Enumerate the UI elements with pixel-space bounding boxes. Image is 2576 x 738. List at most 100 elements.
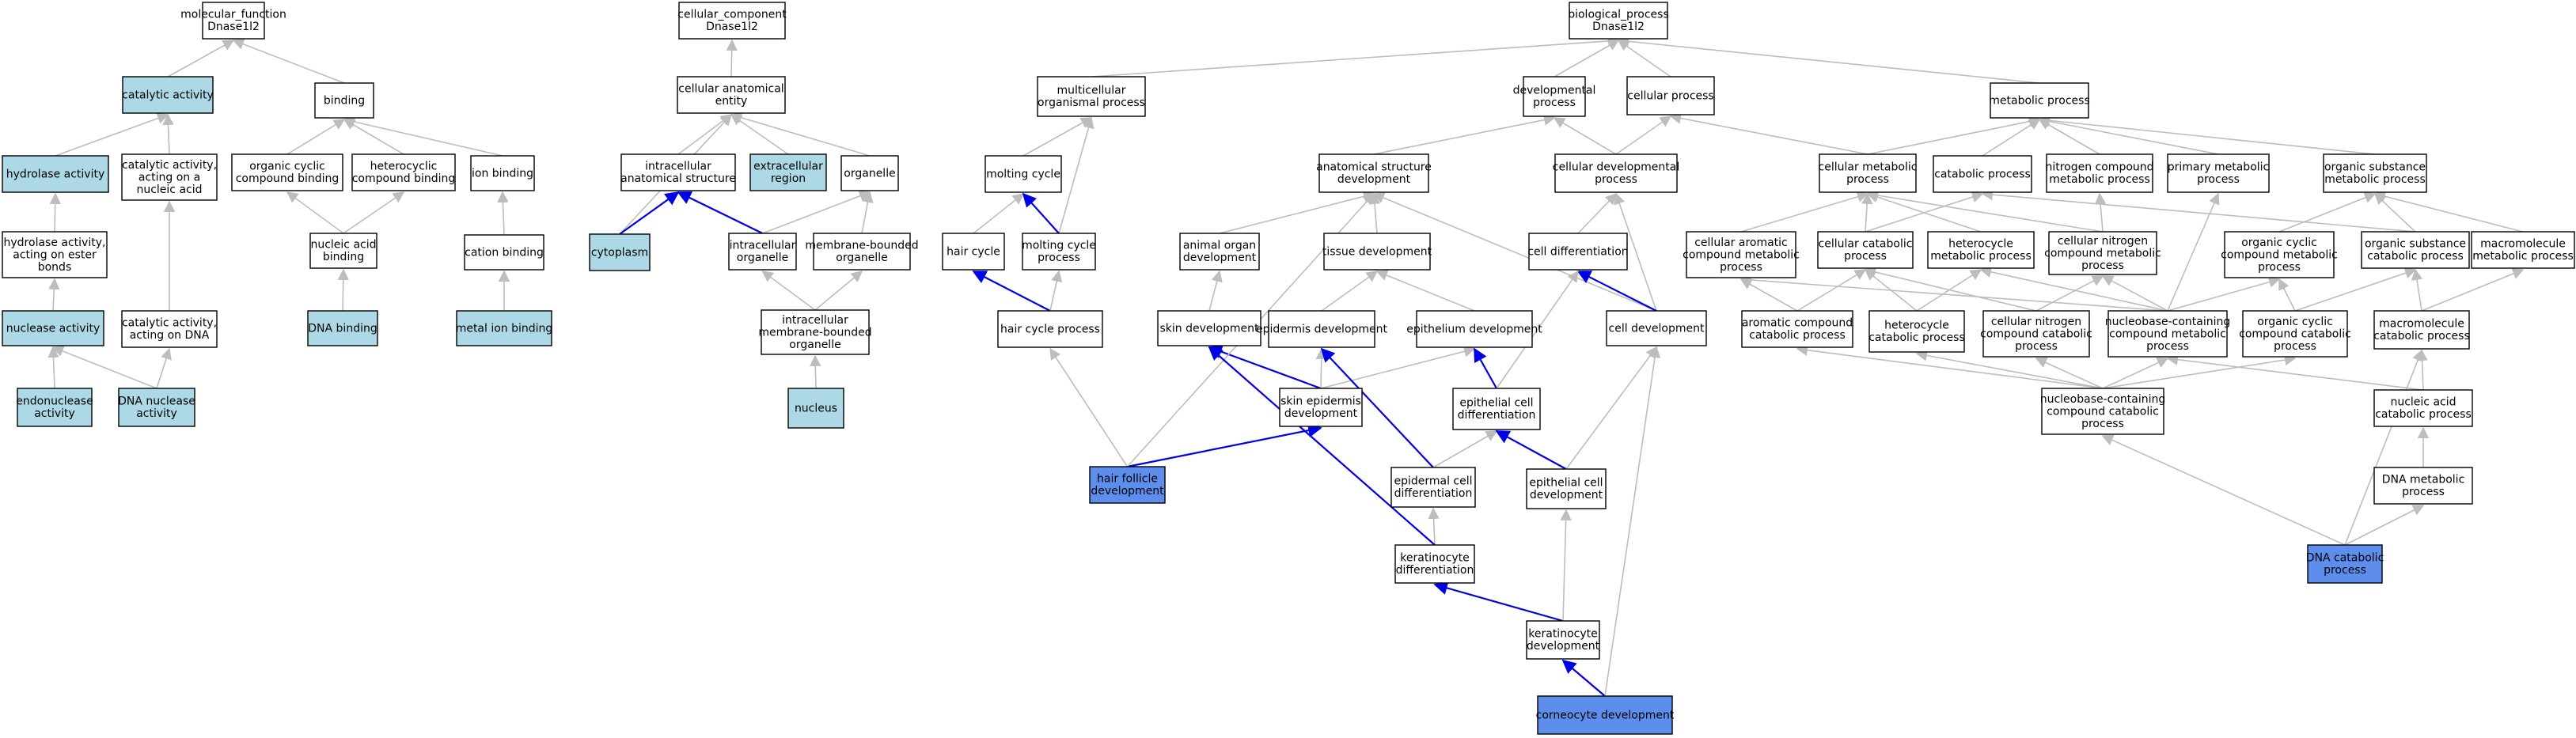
go-term-node-catp[interactable]: catabolic process xyxy=(1933,155,2032,193)
go-term-node-celldev[interactable]: cell development xyxy=(1606,310,1707,346)
go-term-label-line: process xyxy=(1595,173,1637,186)
go-term-label-line: anatomical structure xyxy=(1316,161,1432,174)
edge-celldev-to-asd xyxy=(1372,192,1657,312)
go-term-node-cyto[interactable]: cytoplasm xyxy=(589,233,651,271)
go-term-node-metp[interactable]: metabolic process xyxy=(1989,82,2090,119)
go-term-node-dnab[interactable]: DNA binding xyxy=(307,310,378,346)
go-term-label-line: cytoplasm xyxy=(591,246,648,259)
go-term-node-bind[interactable]: binding xyxy=(314,82,374,119)
edge-ecdiff-to-celldiff xyxy=(1496,270,1579,389)
go-term-box xyxy=(1523,76,1586,117)
go-term-node-cat[interactable]: catalytic activity xyxy=(122,76,214,114)
go-term-box xyxy=(678,2,786,40)
go-term-label-line: development xyxy=(1527,640,1600,653)
edge-cellp-to-bp xyxy=(1617,40,1671,78)
go-term-node-haircyc[interactable]: hair cycle xyxy=(942,233,1005,271)
go-term-node-nucleus[interactable]: nucleus xyxy=(787,388,844,429)
go-term-node-celldiff[interactable]: cell differentiation xyxy=(1527,233,1629,271)
go-term-box xyxy=(1022,233,1096,271)
edge-hcb-to-bind xyxy=(343,119,404,155)
go-term-label-line: process xyxy=(2081,418,2124,430)
go-term-node-epidev[interactable]: epidermis development xyxy=(1256,310,1388,348)
go-term-node-metalb[interactable]: metal ion binding xyxy=(456,310,553,346)
edge-nuclease-to-hydroester xyxy=(48,278,60,312)
go-term-node-hcp[interactable]: hair cycle process xyxy=(997,310,1103,348)
go-term-node-tisdev[interactable]: tissue development xyxy=(1322,233,1432,271)
go-term-node-ionb[interactable]: ion binding xyxy=(470,155,535,191)
go-term-label-line: process xyxy=(2402,486,2445,498)
go-term-node-nuclease[interactable]: nuclease activity xyxy=(2,310,104,346)
go-term-node-corn[interactable]: corneocyte development xyxy=(1536,695,1675,735)
go-term-node-organelle[interactable]: organelle xyxy=(840,155,899,191)
go-term-label-line: development xyxy=(1284,407,1358,420)
go-term-node-skindev[interactable]: skin development xyxy=(1157,310,1261,346)
go-term-node-cationb[interactable]: cation binding xyxy=(464,234,544,271)
go-term-node-moltcyc[interactable]: molting cycle xyxy=(984,155,1062,193)
go-term-node-catdna[interactable]: catalytic activity,acting on DNA xyxy=(121,310,218,348)
go-term-label-line: development xyxy=(1183,252,1257,264)
go-term-node-epithdev[interactable]: epithelium development xyxy=(1406,310,1542,348)
go-term-label-line: organic substance xyxy=(2365,238,2466,251)
edge-skindev-to-aod xyxy=(1208,270,1223,312)
go-term-box xyxy=(813,233,911,271)
edge-devp-to-bp xyxy=(1554,40,1620,78)
go-term-label-line: process xyxy=(2015,340,2058,353)
go-term-node-cellp[interactable]: cellular process xyxy=(1626,76,1715,115)
go-term-label-line: cellular nitrogen xyxy=(1991,316,2081,328)
go-term-node-hydro[interactable]: hydrolase activity xyxy=(2,155,109,193)
edge-nacp-to-mcp2 xyxy=(2416,349,2428,391)
go-term-label-line: process xyxy=(1720,261,1762,274)
go-term-label-line: compound catabolic xyxy=(2047,405,2159,418)
